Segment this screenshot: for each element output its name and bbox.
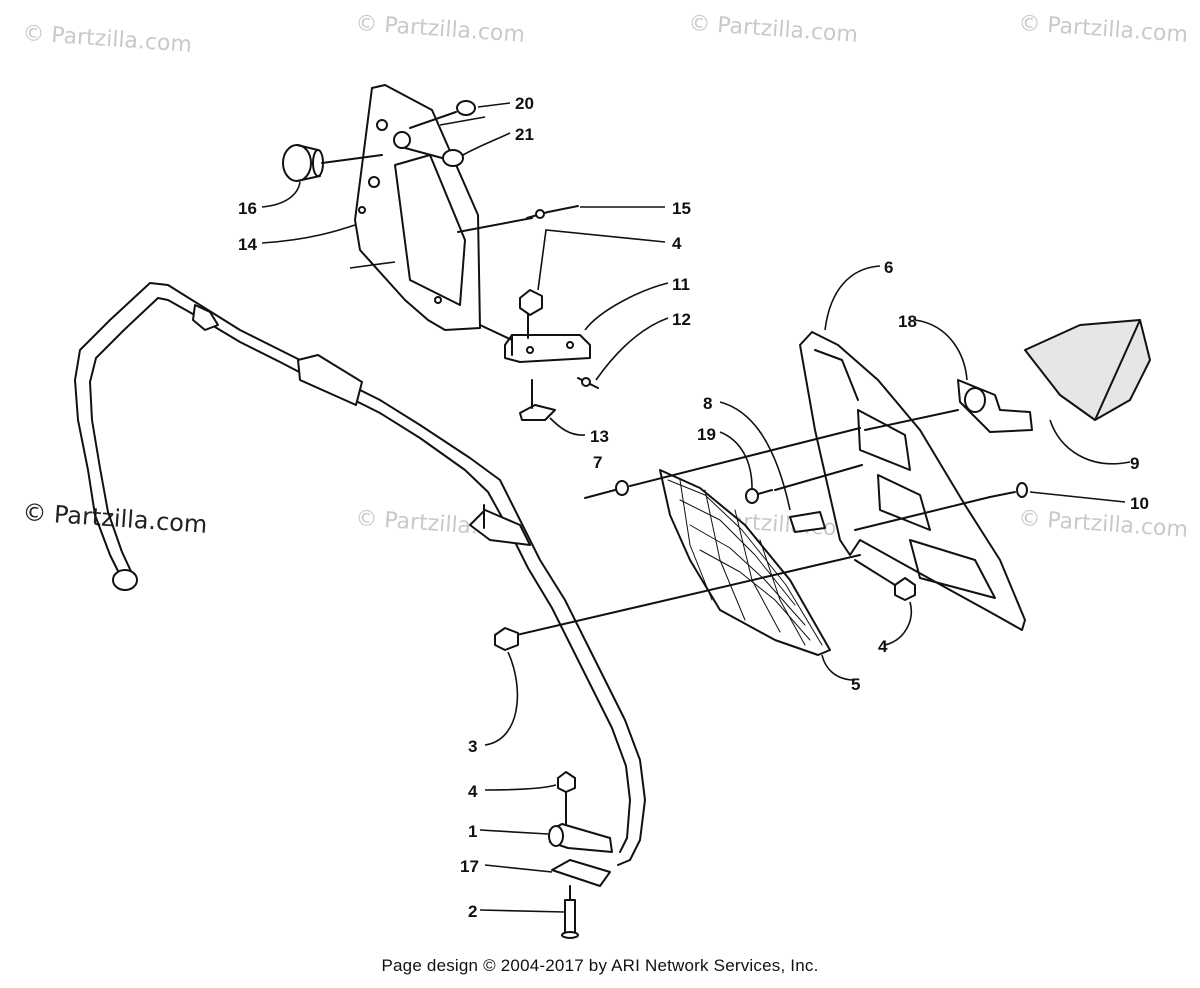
watermark-layer: © Partzilla.com © Partzilla.com © Partzi… [22,11,1189,543]
callout-1: 1 [468,822,477,841]
handlebar-tube [74,282,646,866]
callout-4: 4 [672,234,682,253]
callout-9: 9 [1130,454,1139,473]
callout-4: 4 [468,782,478,801]
pin-15 [526,205,579,219]
callout-11: 11 [672,275,690,294]
watermark: © Partzilla.com [1018,506,1189,543]
rivet-7 [584,489,616,499]
callout-19: 19 [697,425,716,444]
callout-17: 17 [460,857,479,876]
handlebar-end [112,569,138,591]
screen-5 [659,469,831,656]
callout-6: 6 [884,258,893,277]
bracket-11 [504,334,591,363]
bolt-2 [564,899,576,936]
nut-4-right [894,577,916,601]
callout-15: 15 [672,199,691,218]
line-art [74,84,1151,939]
washer-19 [745,488,759,504]
leader-lines [261,102,1131,913]
callout-16: 16 [238,199,257,218]
footer-copyright: Page design © 2004-2017 by ARI Network S… [381,956,819,975]
nut-3 [494,627,519,651]
grip-sleeve [297,354,363,406]
callout-20: 20 [515,94,534,113]
nut-21 [442,149,464,167]
clip-13 [519,404,556,421]
bracket-plate-14 [354,84,481,331]
callout-layer: 20 21 16 15 14 4 11 12 13 6 18 8 19 7 9 … [238,94,1149,921]
watermark: © Partzilla.com [22,21,193,58]
pad-9 [1024,319,1151,421]
callout-8: 8 [703,394,712,413]
watermark: © Partzilla.com [688,11,859,48]
callout-7: 7 [593,453,602,472]
callout-18: 18 [898,312,917,331]
knob-16 [282,144,383,182]
watermark: © Partzilla.com [355,11,526,48]
plate-17 [551,859,611,887]
panel-6 [799,331,1026,631]
callout-12: 12 [672,310,691,329]
spacer-8 [789,511,826,533]
nut-20 [456,100,476,116]
callout-4: 4 [878,637,888,656]
nut-4-bottom [557,771,576,793]
callout-3: 3 [468,737,477,756]
screw-10 [989,491,1016,498]
callout-5: 5 [851,675,860,694]
callout-21: 21 [515,125,534,144]
watermark: © Partzilla.com [1018,11,1189,48]
callout-13: 13 [590,427,609,446]
nut-4-top [519,289,543,316]
callout-10: 10 [1130,494,1149,513]
callout-2: 2 [468,902,477,921]
callout-14: 14 [238,235,257,254]
